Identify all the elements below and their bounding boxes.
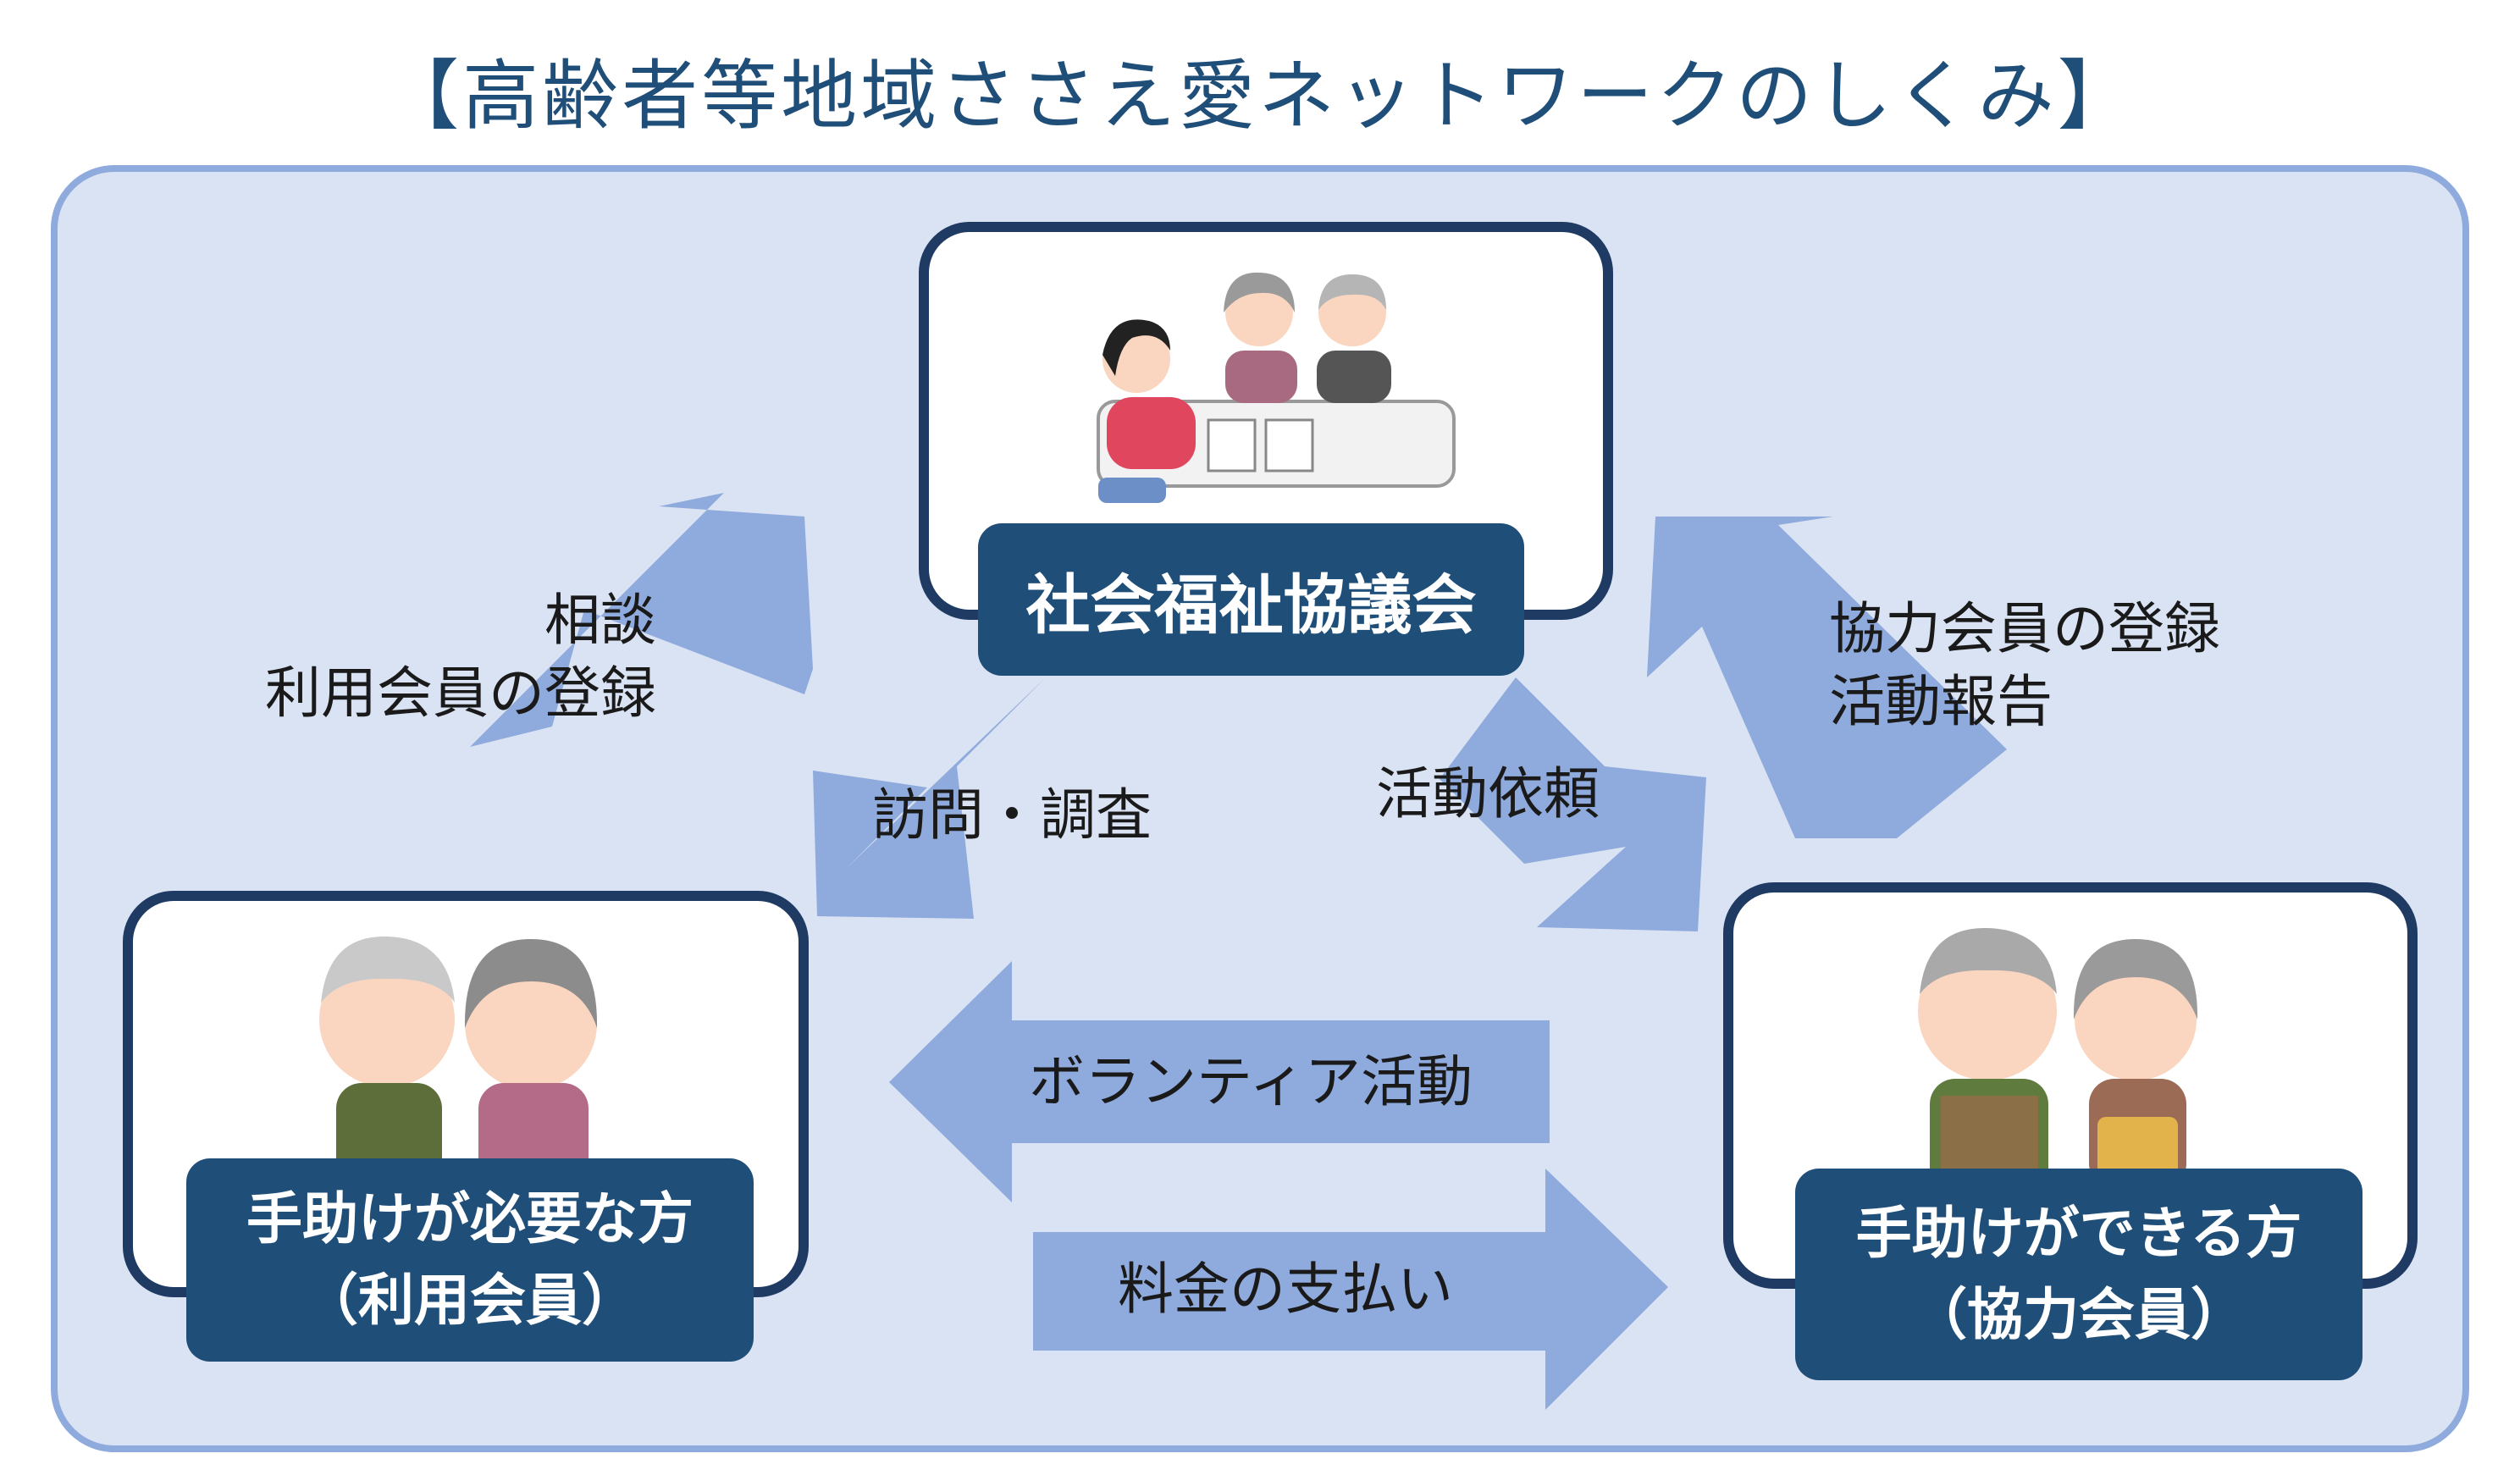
box-icon	[1941, 1096, 2038, 1180]
diagram-title: 【高齢者等地域ささえ愛ネットワークのしくみ】	[383, 52, 2137, 141]
counselor-illustration	[1097, 272, 1456, 503]
arrow-visit	[813, 677, 1046, 919]
register-label: 協力会員の登録 活動報告	[1829, 593, 2220, 738]
document-shape	[1264, 418, 1314, 472]
arrow-register	[1647, 517, 2007, 838]
counselor-body-icon	[1107, 397, 1196, 469]
elderly-man-head-icon	[1918, 942, 2057, 1080]
document-shape	[1207, 418, 1257, 472]
arrow-volunteer	[889, 961, 1550, 1202]
arrow-payment	[1033, 1169, 1668, 1410]
helper-illustration	[1918, 927, 2198, 1197]
elderly-woman-head-icon	[2075, 959, 2197, 1080]
elderly-woman-hair-icon	[1224, 272, 1295, 312]
consult-label: 相談 利用会員の登録	[216, 584, 656, 730]
council-label: 社会福祉協議会	[978, 523, 1524, 676]
request-label: 活動依頼	[1376, 761, 1600, 826]
elderly-man-hair-icon	[1318, 274, 1386, 310]
elderly-man-head-icon	[319, 952, 455, 1087]
helper-label-line2: （協力会員）	[1911, 1282, 2246, 1347]
helper-label: 手助けができる方 （協力会員）	[1795, 1169, 2362, 1380]
consult-label-line1: 相談	[544, 588, 656, 653]
elderly-woman-head-icon	[465, 958, 597, 1090]
council-label-text: 社会福祉協議会	[1025, 567, 1477, 643]
user-label-line1: 手助けが必要な方	[246, 1186, 694, 1252]
elderly-woman-hair-icon	[2073, 939, 2198, 1020]
visit-label: 訪問・調査	[872, 782, 1152, 848]
consult-label-line2: 利用会員の登録	[265, 660, 656, 726]
volunteer-label: ボランティア活動	[1029, 1049, 1473, 1114]
arrow-request	[1440, 677, 1706, 931]
user-label: 手助けが必要な方 （利用会員）	[186, 1158, 754, 1362]
helper-label-line1: 手助けができる方	[1855, 1201, 2302, 1267]
register-label-line2: 活動報告	[1829, 668, 2053, 734]
counselor-hair-icon	[1102, 319, 1170, 376]
user-label-line2: （利用会員）	[302, 1268, 638, 1333]
elderly-woman-hair-icon	[464, 939, 598, 1028]
basket-icon	[2097, 1117, 2178, 1176]
arrow-consult	[470, 493, 813, 747]
elderly-man-body-icon	[1317, 351, 1391, 403]
chair-icon	[1098, 478, 1166, 503]
elderly-woman-body-icon	[1225, 351, 1297, 403]
elderly-man-hair-icon	[1920, 927, 2057, 994]
payment-label: 料金の支払い	[1118, 1257, 1453, 1322]
register-label-line1: 協力会員の登録	[1829, 596, 2220, 661]
elderly-man-hair-icon	[321, 936, 455, 1003]
